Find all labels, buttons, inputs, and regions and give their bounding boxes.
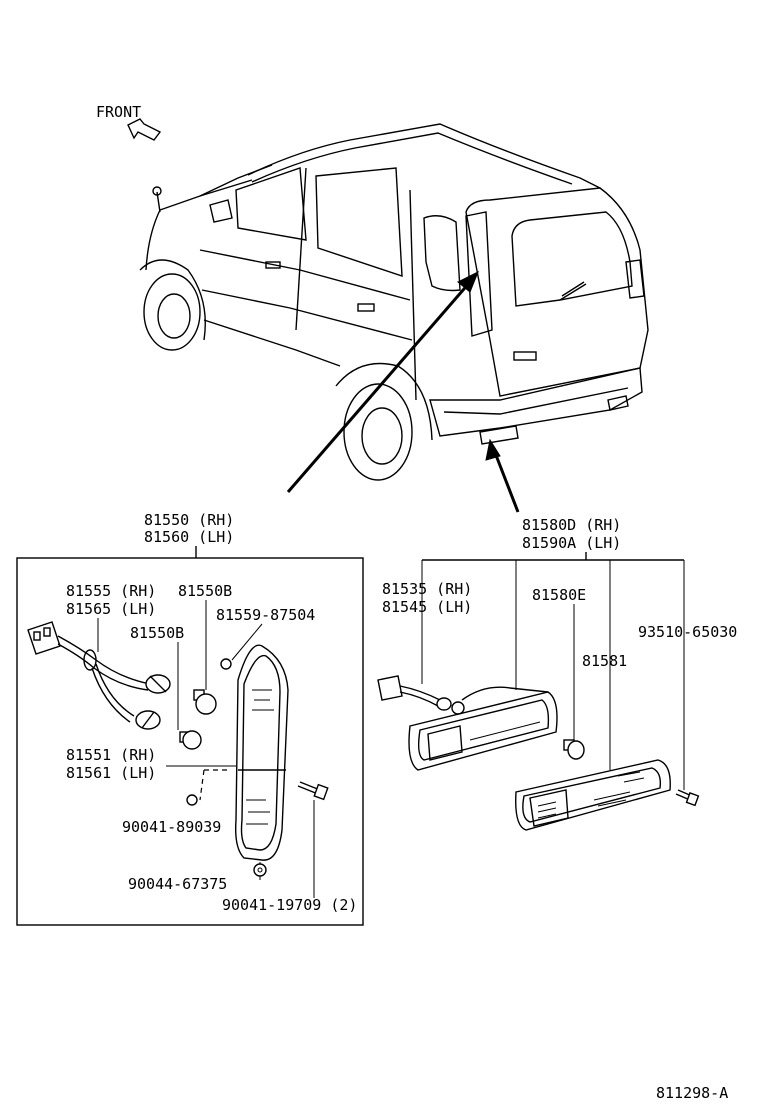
reflector-housing-icon <box>408 686 558 771</box>
rear-lamp-assembly-lh: 81560 (LH) <box>144 528 234 546</box>
front-arrow-icon <box>127 118 162 141</box>
bulb-upper-label: 81550B <box>178 582 232 600</box>
leader-arrows <box>286 270 520 513</box>
rear-lamp-lens-icon <box>234 644 289 861</box>
vehicle-illustration <box>139 123 649 481</box>
reflector-lens-label: 81581 <box>582 652 627 670</box>
screw-icon <box>297 781 329 801</box>
reflector-socket-lh-label: 81545 (LH) <box>382 598 472 616</box>
socket-wire-part <box>27 621 171 730</box>
grommet-label: 90044-67375 <box>128 875 227 893</box>
nut-icon <box>186 794 198 806</box>
bulb-upper-icon <box>193 689 217 715</box>
reflector-assembly-rh: 81580D (RH) <box>522 516 621 534</box>
reflector-lens-icon <box>515 759 671 831</box>
grommet-icon <box>253 863 267 877</box>
reflector-socket-part <box>377 675 465 715</box>
lens-rh-label: 81551 (RH) <box>66 746 156 764</box>
nut-label: 90041-89039 <box>122 818 221 836</box>
screw-label: 90041-19709 (2) <box>222 896 357 914</box>
reflector-bulb-label: 81580E <box>532 586 586 604</box>
gasket-label: 81559-87504 <box>216 606 315 624</box>
reflector-screw-icon <box>675 789 700 807</box>
reflector-bulb-icon <box>563 739 585 760</box>
reflector-socket-rh-label: 81535 (RH) <box>382 580 472 598</box>
figure-number: 811298-A <box>656 1084 728 1102</box>
socket-wire-lh-label: 81565 (LH) <box>66 600 156 618</box>
bulb-lower-label: 81550B <box>130 624 184 642</box>
reflector-assembly-lh: 81590A (LH) <box>522 534 621 552</box>
lens-lh-label: 81561 (LH) <box>66 764 156 782</box>
reflector-screw-label: 93510-65030 <box>638 623 737 641</box>
rear-lamp-group-frame <box>16 557 364 926</box>
bulb-lower-icon <box>179 730 202 750</box>
rear-lamp-assembly-rh: 81550 (RH) <box>144 511 234 529</box>
gasket-icon <box>220 658 232 670</box>
socket-wire-rh-label: 81555 (RH) <box>66 582 156 600</box>
front-label: FRONT <box>96 103 141 121</box>
